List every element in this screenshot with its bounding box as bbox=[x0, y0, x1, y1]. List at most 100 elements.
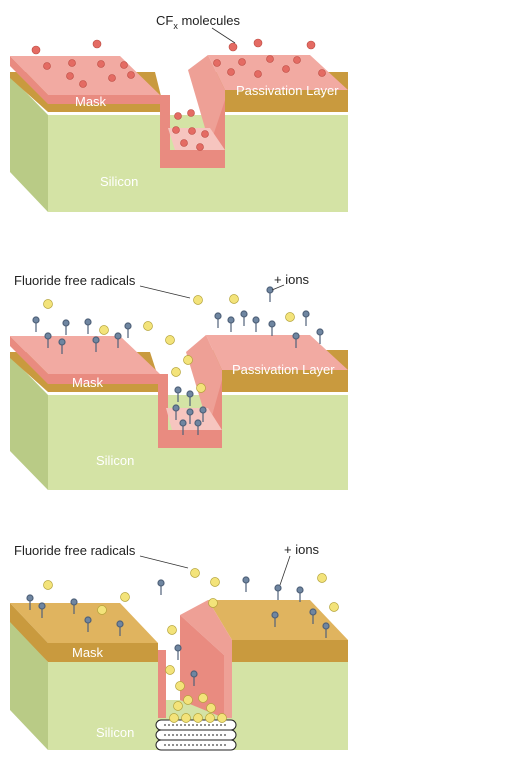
ion-particle bbox=[174, 386, 182, 402]
silicon-block-side bbox=[10, 620, 48, 750]
ion-particle bbox=[92, 336, 100, 352]
passivation-wall-right bbox=[188, 55, 225, 145]
passivation-label: Passivation Layer bbox=[232, 362, 335, 377]
trench-liner bbox=[160, 95, 225, 168]
ion-particle bbox=[194, 419, 202, 435]
fluoride-radical bbox=[167, 625, 177, 635]
ion-particle bbox=[157, 579, 165, 595]
cf-molecule bbox=[174, 112, 182, 120]
panel-1-deposition: CFx molecules Mask Passivation Layer Sil… bbox=[10, 13, 348, 212]
silicon-label: Silicon bbox=[100, 174, 138, 189]
ion-particle bbox=[322, 622, 330, 638]
fluoride-radical bbox=[193, 713, 203, 723]
cf-molecule bbox=[254, 70, 262, 78]
cf-molecule bbox=[66, 72, 74, 80]
fluoride-radical bbox=[198, 693, 208, 703]
ion-particle bbox=[302, 310, 310, 326]
silicon-block-side bbox=[10, 356, 48, 490]
passivation-front-left bbox=[10, 336, 160, 384]
cf-molecule bbox=[92, 39, 102, 49]
cf-molecule bbox=[127, 71, 135, 79]
cf-molecule bbox=[293, 56, 301, 64]
ions-label: + ions bbox=[284, 542, 320, 557]
ion-particle bbox=[172, 404, 180, 420]
fluoride-radical bbox=[329, 602, 339, 612]
panel-3-deep-etch: Fluoride free radicals + ions Mask Silic… bbox=[10, 542, 348, 751]
ion-particle bbox=[214, 312, 222, 328]
fluoride-radical bbox=[183, 695, 193, 705]
cf-molecule bbox=[196, 143, 204, 151]
positive-ions bbox=[26, 576, 330, 686]
fluoride-radical bbox=[181, 713, 191, 723]
cf-molecule bbox=[253, 38, 263, 48]
fluoride-radical bbox=[317, 573, 327, 583]
fluoride-radical bbox=[285, 312, 295, 322]
ion-particle bbox=[38, 602, 46, 618]
fluoride-radicals bbox=[43, 294, 295, 393]
mask-label: Mask bbox=[72, 645, 104, 660]
ion-particle bbox=[199, 406, 207, 422]
cf-molecule bbox=[266, 55, 274, 63]
cf-leader-line bbox=[211, 27, 236, 44]
passivation-wall-right bbox=[186, 335, 222, 425]
mask-top-right bbox=[208, 600, 348, 640]
cf-molecule bbox=[68, 59, 76, 67]
fluoride-radicals bbox=[43, 568, 339, 723]
mask-label: Mask bbox=[75, 94, 107, 109]
ion-particle bbox=[271, 611, 279, 627]
ion-particle bbox=[116, 620, 124, 636]
ion-particle bbox=[70, 598, 78, 614]
silicon-label: Silicon bbox=[96, 453, 134, 468]
fluoride-radical bbox=[97, 605, 107, 615]
fluoride-radical bbox=[210, 577, 220, 587]
ion-particle bbox=[174, 644, 182, 660]
fluoride-radical bbox=[206, 703, 216, 713]
cf-molecule bbox=[227, 68, 235, 76]
ions-label: + ions bbox=[274, 272, 310, 287]
fluoride-radical bbox=[43, 580, 53, 590]
cavity-dots bbox=[164, 724, 228, 746]
ion-particle bbox=[186, 390, 194, 406]
ion-particle bbox=[309, 608, 317, 624]
ion-particle bbox=[179, 419, 187, 435]
cf-molecule bbox=[201, 130, 209, 138]
trench-wall-right-front bbox=[180, 615, 224, 718]
fluoride-radical bbox=[165, 665, 175, 675]
cf-molecule bbox=[282, 65, 290, 73]
cf-molecule bbox=[228, 42, 238, 52]
positive-ions bbox=[32, 286, 324, 435]
fluoride-radical bbox=[217, 713, 227, 723]
ion-particle bbox=[32, 316, 40, 332]
ion-particle bbox=[190, 670, 198, 686]
ion-particle bbox=[268, 320, 276, 336]
ion-particle bbox=[124, 322, 132, 338]
trench-wall-left bbox=[158, 650, 166, 718]
cf-molecule bbox=[213, 59, 221, 67]
fluoride-radical bbox=[196, 383, 206, 393]
cf-molecule bbox=[318, 69, 326, 77]
ion-particle bbox=[274, 584, 282, 600]
ion-particle bbox=[186, 408, 194, 424]
radicals-leader-line bbox=[139, 555, 189, 569]
ion-particle bbox=[292, 332, 300, 348]
panel-2-etch: Fluoride free radicals + ions Mask Passi… bbox=[10, 272, 348, 490]
trench-liner bbox=[158, 374, 222, 448]
ion-particle bbox=[296, 586, 304, 602]
ion-particle bbox=[84, 616, 92, 632]
ion-particle bbox=[252, 316, 260, 332]
mask-front-right bbox=[232, 640, 348, 662]
cf-molecule bbox=[108, 74, 116, 82]
fluoride-radical bbox=[43, 299, 53, 309]
ion-particle bbox=[266, 286, 274, 302]
silicon-block-front-left bbox=[48, 662, 160, 750]
ion-particle bbox=[62, 319, 70, 335]
ions-leader-line bbox=[279, 555, 291, 586]
fluoride-radical bbox=[169, 713, 179, 723]
fluoride-radical bbox=[190, 568, 200, 578]
cf-molecules bbox=[31, 38, 326, 151]
passivation-front-left bbox=[10, 56, 160, 104]
mask-front-left bbox=[10, 603, 158, 662]
fluoride-radical bbox=[229, 294, 239, 304]
passivation-top-right bbox=[206, 335, 348, 370]
fluoride-radical bbox=[143, 321, 153, 331]
